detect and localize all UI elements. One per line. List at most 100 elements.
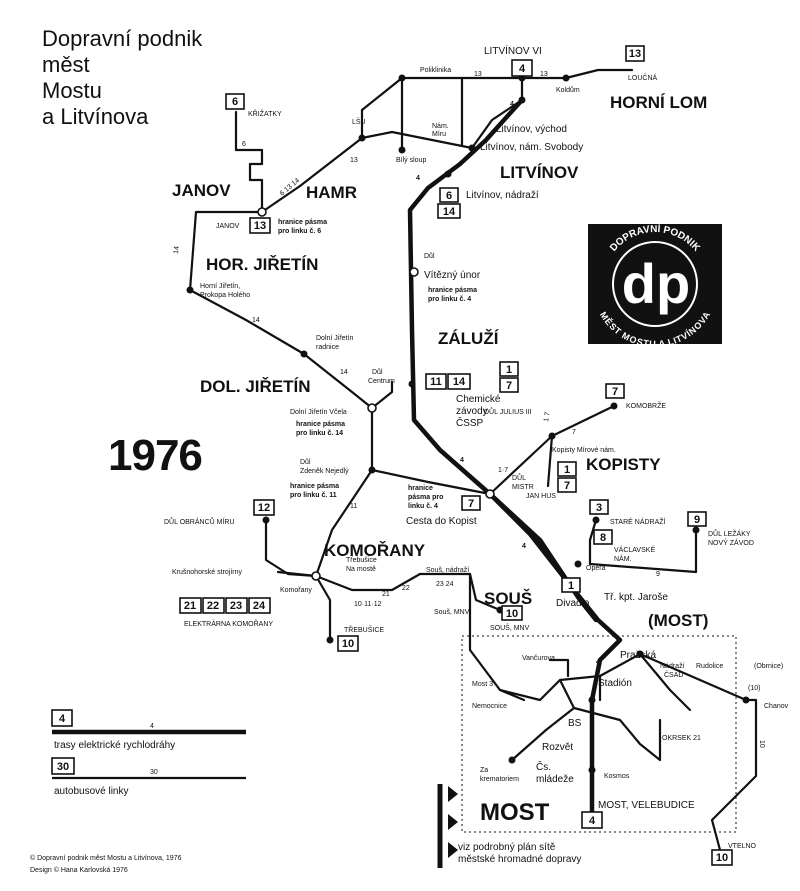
stop-label: mládeže (536, 774, 574, 785)
stop-label: Bílý sloup (396, 157, 426, 164)
stop-markers (186, 74, 750, 774)
footer-line-2: Design © Hana Karlovská 1976 (30, 866, 128, 874)
stop-label: ČSSP (456, 416, 484, 429)
stop-label: LŠU (352, 117, 366, 126)
stop-label: Nádraží (660, 663, 685, 670)
stop-label: Prokopa Holého (200, 292, 250, 299)
line-box: 7 (605, 383, 625, 399)
arrow-right-icon (448, 814, 458, 830)
town-label: DOL. JIŘETÍN (200, 377, 311, 396)
segment-label: 4 (596, 659, 600, 666)
stop-label: Chanov (764, 703, 789, 710)
svg-text:24: 24 (253, 600, 266, 612)
stop-label: Nám. (432, 123, 449, 130)
line-box: 9 (687, 511, 707, 527)
line-box: 6 (439, 187, 459, 203)
stop-label: (Obrnice) (754, 663, 783, 670)
segment-label: 4 (522, 543, 526, 550)
svg-text:10: 10 (506, 608, 518, 620)
svg-text:4: 4 (519, 63, 526, 75)
svg-text:8: 8 (600, 532, 606, 544)
svg-text:7: 7 (468, 498, 474, 510)
stop-label: Vančurova (522, 655, 555, 662)
stop-label: LOUČNÁ (628, 73, 658, 82)
stop-label: DŮL (512, 473, 526, 482)
stop-label: radnice (316, 344, 339, 351)
legend-bus-label: autobusové linky (54, 786, 129, 797)
svg-text:7: 7 (506, 380, 512, 392)
svg-text:6: 6 (446, 190, 452, 202)
segment-label: 9 (656, 571, 660, 578)
line-box: 12 (253, 499, 275, 516)
stop-label: VÁCLAVSKÉ (614, 545, 655, 554)
town-label: MOST (480, 799, 550, 826)
stop-label: Opera (586, 565, 606, 572)
svg-text:10: 10 (716, 852, 728, 864)
map-title: Dopravní podnik měst Mostu a Litvínova (42, 26, 203, 129)
stop-label: MOST, VELEBUDICE (598, 800, 695, 811)
line-box: 7 (461, 495, 481, 511)
stop-label: Litvínov, nám. Svobody (480, 142, 583, 153)
stop-label: KŘIŽATKY (248, 109, 282, 118)
legend-bus-box: 30 (57, 761, 69, 773)
stop-label: OKRSEK 21 (662, 735, 701, 742)
segment-label: 1 7 (543, 411, 552, 422)
legend-bus-number: 30 (150, 769, 158, 776)
stop-label: JANOV (216, 223, 240, 230)
dp-logo-icon: dp DOPRAVNÍ PODNIK MĚST MOSTU A LITVÍNOV… (588, 222, 722, 349)
stop-label: Poliklinika (420, 67, 451, 74)
segment-label: 6 (242, 141, 246, 148)
stop-label: Důl (372, 368, 383, 376)
line-box: 7 (557, 477, 577, 493)
line-box: 1 (557, 461, 577, 477)
segment-label: 23 24 (436, 581, 454, 588)
line-box: 13 (625, 45, 645, 62)
line-box: 10 (337, 635, 359, 652)
svg-text:1: 1 (568, 580, 574, 592)
stop-label: Souš, MNV (434, 609, 470, 616)
town-label: LITVÍNOV (500, 163, 579, 182)
line-box: 24 (248, 597, 271, 614)
stop-label: Souš, nádraží (426, 567, 469, 574)
town-labels: HORNÍ LOM LITVÍNOV JANOV HAMR HOR. JIŘET… (172, 93, 708, 826)
stop-label: Dolní Jiřetín (316, 335, 353, 342)
svg-text:9: 9 (694, 514, 700, 526)
segment-label: 10·11·12 (354, 601, 382, 608)
stop-label: krematoriem (480, 776, 519, 783)
stop-label: Důl (424, 252, 435, 260)
segment-label: 22 (402, 585, 410, 592)
stop-label: DŮL OBRÁNCŮ MÍRU (164, 517, 235, 526)
svg-text:14: 14 (443, 206, 456, 218)
town-label: (MOST) (648, 611, 708, 630)
stop-label: NÁM. (614, 554, 632, 563)
line-box: 14 (437, 203, 461, 219)
title-line-3: Mostu (42, 78, 102, 103)
svg-text:13: 13 (629, 48, 641, 60)
svg-text:7: 7 (564, 480, 570, 492)
stop-label: Rozvět (542, 742, 573, 753)
stop-label: linku č. 4 (408, 503, 438, 510)
line-box: 4 (581, 811, 603, 829)
segment-label: 11 (350, 503, 357, 510)
stop-label: Čs. (536, 760, 551, 773)
line-box: 13 (249, 217, 271, 234)
stop-label: Chemické (456, 394, 501, 405)
town-label: HORNÍ LOM (610, 93, 707, 112)
segment-label: 13 (350, 157, 358, 164)
town-label: SOUŠ (484, 589, 532, 608)
stop-label: Pražská (620, 650, 657, 661)
line-box: 3 (589, 499, 609, 515)
line-box: 11 (425, 373, 447, 390)
stop-label: Tř. kpt. Jaroše (604, 592, 668, 603)
stop-label: Centrum (368, 378, 395, 385)
line-box: 4 (511, 59, 533, 77)
stop-label: Most 3 (472, 681, 493, 688)
stop-label: KOMOBRŽE (626, 401, 666, 410)
stop-label: pro linku č. 6 (278, 228, 321, 235)
svg-text:10: 10 (342, 638, 354, 650)
stop-label: Nemocnice (472, 703, 507, 710)
svg-text:4: 4 (589, 815, 596, 827)
bus-routes (188, 68, 758, 852)
line-box: 1 (561, 577, 581, 593)
